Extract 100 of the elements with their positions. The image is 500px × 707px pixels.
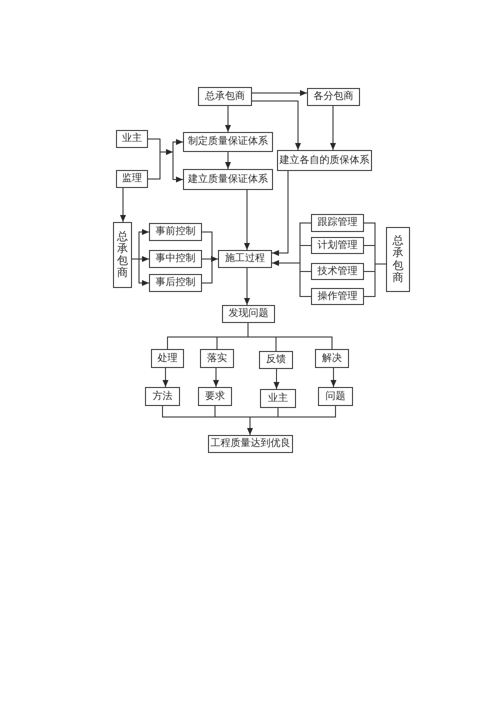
connector-line: [364, 271, 376, 272]
connector-line: [216, 336, 218, 350]
node-label: 建立各自的质保体系: [280, 154, 370, 166]
process-box: [151, 349, 184, 368]
node-label: 制定质量保证体系: [188, 136, 268, 148]
node-label: 施工过程: [225, 253, 265, 265]
connector-line: [300, 271, 312, 272]
connector-line: [364, 222, 376, 246]
process-box: [183, 169, 273, 190]
node-label: 业主: [122, 133, 142, 145]
node-label: 各分包商: [314, 91, 354, 103]
connector-line: [148, 152, 160, 180]
process-box: [113, 222, 132, 288]
process-box: [259, 351, 293, 369]
arrow: [213, 368, 219, 388]
arrow: [172, 139, 184, 152]
arrow: [172, 152, 184, 182]
connector-line: [374, 264, 376, 272]
arrow: [138, 229, 150, 260]
node-label: 跟踪管理: [318, 217, 358, 229]
process-box: [260, 389, 296, 408]
process-box: [208, 435, 293, 453]
arrow: [244, 268, 250, 306]
process-box: [218, 250, 272, 268]
arrow: [244, 190, 250, 250]
process-box: [116, 170, 148, 188]
connector-line: [132, 258, 140, 260]
arrow: [252, 100, 301, 150]
node-label: 事中控制: [156, 253, 196, 265]
process-box: [318, 387, 353, 406]
node-label: 反馈: [266, 354, 286, 366]
connector-line: [300, 245, 312, 246]
arrow: [272, 260, 300, 266]
process-box: [277, 150, 372, 171]
node-label: 总承包商: [205, 90, 245, 102]
arrow: [274, 368, 280, 390]
arrow: [225, 152, 231, 170]
connector-line: [300, 222, 312, 246]
connector-line: [162, 406, 216, 418]
node-label: 处理: [158, 352, 178, 364]
connector-line: [278, 406, 336, 418]
connector-line: [276, 336, 332, 350]
process-box: [307, 88, 360, 106]
process-box: [386, 227, 410, 292]
connector-line: [202, 258, 212, 284]
connector-line: [214, 416, 250, 418]
arrow: [160, 149, 174, 155]
process-box: [183, 132, 273, 152]
node-label: 发现问题: [228, 308, 268, 320]
arrow: [247, 416, 253, 436]
arrow: [252, 90, 308, 96]
arrow: [162, 368, 168, 388]
connector-line: [300, 271, 312, 297]
connector-line: [148, 138, 160, 152]
connector-line: [364, 271, 376, 297]
process-box: [145, 387, 180, 406]
node-label: 落实: [207, 352, 227, 364]
process-box: [311, 263, 364, 280]
process-box: [116, 130, 148, 148]
connector-line: [250, 416, 278, 418]
connector-line: [202, 258, 212, 260]
connector-line: [374, 245, 376, 264]
connector-line: [248, 336, 276, 338]
process-box: [311, 214, 364, 232]
arrow: [138, 256, 150, 262]
process-box: [149, 223, 202, 241]
node-label: 业主: [268, 392, 288, 404]
process-box: [315, 349, 349, 368]
arrow: [330, 368, 336, 388]
arrow: [120, 188, 126, 222]
connector-line: [214, 406, 216, 418]
node-label: 技术管理: [318, 266, 358, 278]
process-box: [311, 237, 364, 254]
node-label: 要求: [205, 390, 225, 402]
process-box: [222, 305, 275, 323]
process-box: [198, 87, 252, 106]
process-box: [149, 274, 202, 292]
node-label: 方法: [152, 390, 172, 402]
arrow: [330, 106, 336, 150]
connector-line: [202, 232, 212, 260]
connector-line: [167, 336, 218, 350]
node-label: 工程质量达到优良: [210, 438, 290, 450]
node-label: 建立质量保证体系: [188, 174, 268, 186]
arrow: [211, 256, 218, 262]
arrow: [225, 106, 231, 132]
node-label: 总承包商: [117, 230, 128, 280]
node-label: 操作管理: [318, 290, 358, 302]
node-label: 总承包商: [392, 235, 404, 284]
arrow: [272, 170, 288, 256]
node-label: 事前控制: [156, 226, 196, 238]
process-box: [198, 387, 232, 406]
node-label: 计划管理: [318, 240, 358, 252]
node-label: 问题: [326, 390, 346, 402]
process-box: [311, 288, 364, 305]
arrow: [138, 258, 150, 286]
connector-line: [216, 336, 248, 338]
node-label: 监理: [122, 173, 142, 185]
node-label: 解决: [322, 352, 342, 364]
process-box: [200, 349, 234, 368]
connector-line: [364, 245, 376, 246]
